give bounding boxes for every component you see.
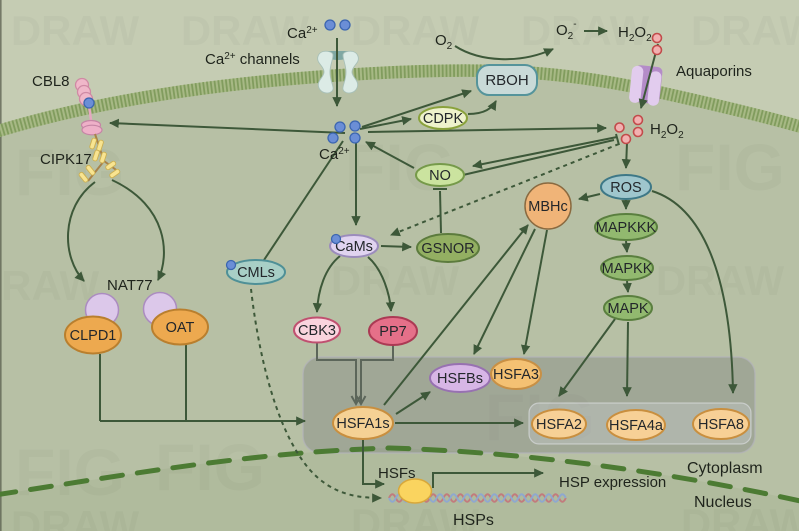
svg-text:HSPs: HSPs [453, 512, 494, 529]
svg-text:CaMs: CaMs [335, 239, 373, 255]
svg-text:Nucleus: Nucleus [694, 494, 752, 511]
svg-text:DRAW: DRAW [351, 7, 480, 54]
svg-text:H2O2: H2O2 [650, 121, 684, 141]
svg-text:CDPK: CDPK [423, 111, 464, 127]
svg-text:MBHc: MBHc [528, 199, 567, 215]
svg-text:FIG: FIG [15, 435, 125, 509]
svg-text:DRAW: DRAW [691, 7, 799, 54]
svg-text:CBL8: CBL8 [32, 73, 70, 90]
svg-text:CMLs: CMLs [237, 265, 275, 281]
svg-text:DRAW: DRAW [0, 262, 100, 309]
svg-text:MAPK: MAPK [607, 301, 648, 317]
svg-text:CIPK17: CIPK17 [40, 151, 92, 168]
svg-text:Aquaporins: Aquaporins [676, 63, 752, 80]
svg-text:CBK3: CBK3 [298, 323, 336, 339]
svg-text:CLPD1: CLPD1 [70, 328, 117, 344]
svg-text:HSFA3: HSFA3 [493, 367, 539, 383]
svg-text:HSFA1s: HSFA1s [336, 416, 389, 432]
svg-text:HSFA2: HSFA2 [536, 417, 582, 433]
svg-text:HSP expression: HSP expression [559, 474, 666, 491]
svg-text:ROS: ROS [610, 180, 641, 196]
svg-text:NAT77: NAT77 [107, 277, 153, 294]
svg-text:DRAW: DRAW [11, 7, 140, 54]
svg-text:OAT: OAT [166, 320, 195, 336]
svg-text:Cytoplasm: Cytoplasm [687, 460, 763, 477]
svg-text:MAPKKK: MAPKKK [596, 220, 657, 236]
svg-text:HSFs: HSFs [378, 465, 416, 482]
svg-text:DRAW: DRAW [331, 257, 460, 304]
svg-text:Ca2+ channels: Ca2+ channels [205, 51, 300, 68]
svg-text:HSFA4a: HSFA4a [609, 418, 664, 434]
svg-text:RBOH: RBOH [485, 72, 528, 89]
svg-text:HSFA8: HSFA8 [698, 417, 744, 433]
svg-text:FIG: FIG [675, 130, 785, 204]
svg-text:GSNOR: GSNOR [421, 241, 474, 257]
svg-text:PP7: PP7 [379, 324, 406, 340]
svg-text:NO: NO [429, 168, 451, 184]
svg-text:FIG: FIG [15, 135, 125, 209]
svg-text:HSFBs: HSFBs [437, 371, 483, 387]
svg-text:MAPKK: MAPKK [602, 261, 653, 277]
svg-text:H2O2: H2O2 [618, 24, 652, 44]
